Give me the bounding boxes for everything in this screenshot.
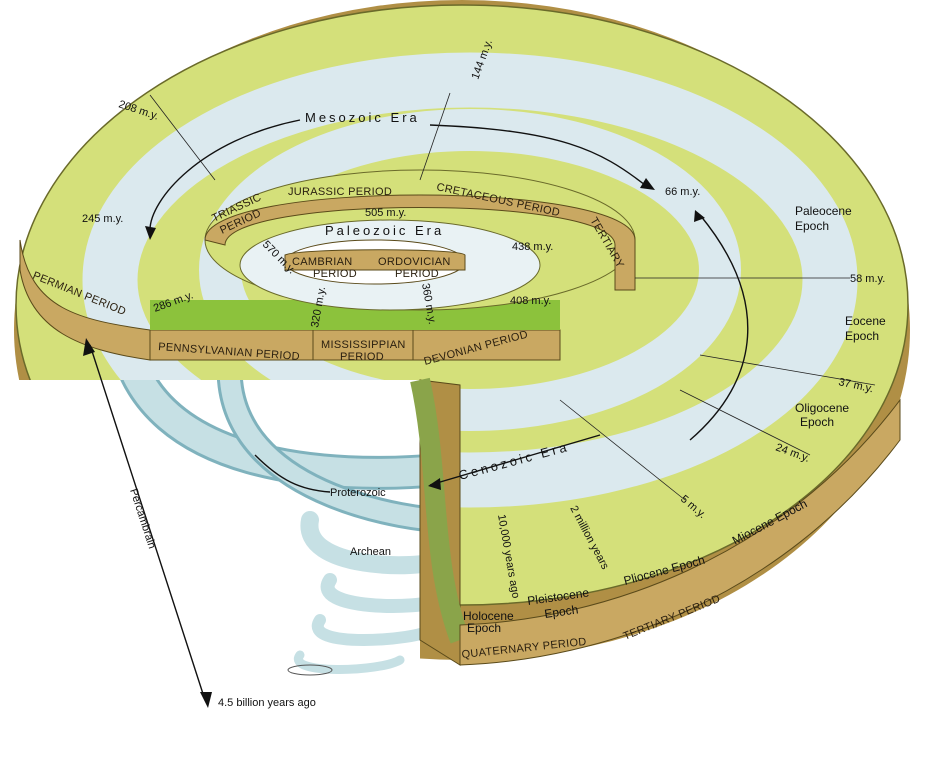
cambrian-period-label-2: PERIOD <box>313 268 357 280</box>
arrow-head-icon <box>640 178 655 190</box>
arrow-heads <box>83 178 705 708</box>
date-58: 58 m.y. <box>850 273 885 285</box>
cut-land <box>410 377 470 644</box>
mississippian-period-label: MISSISSIPPIAN <box>321 339 406 351</box>
holocene-epoch-label: Holocene <box>463 609 514 623</box>
cambrian-period-label: CAMBRIAN <box>292 256 352 268</box>
precambrian-label: Percambrain <box>127 487 158 550</box>
proterozoic-label: Proterozoic <box>330 487 386 499</box>
archean-label: Archean <box>350 546 391 558</box>
eocene-epoch-label-2: Epoch <box>845 329 879 343</box>
arrow-head-icon <box>200 692 212 708</box>
holocene-epoch-label-2: Epoch <box>467 621 501 635</box>
arrow-head-icon <box>83 338 95 356</box>
inner-ring <box>204 169 636 311</box>
date-66: 66 m.y. <box>665 186 700 198</box>
arrow-head-icon <box>428 478 441 490</box>
paleocene-epoch-label: Paleocene <box>795 204 852 218</box>
date-505: 505 m.y. <box>365 207 406 219</box>
oligocene-epoch-label: Oligocene <box>795 401 849 415</box>
mississippian-period-label-2: PERIOD <box>340 351 384 363</box>
date-408: 408 m.y. <box>510 295 551 307</box>
date-245: 245 m.y. <box>82 213 123 225</box>
precambrian-helix <box>108 323 457 676</box>
mesozoic-era-label: Mesozoic Era <box>305 110 420 125</box>
origin-label: 4.5 billion years ago <box>218 697 316 709</box>
oligocene-epoch-label-2: Epoch <box>800 415 834 429</box>
outer-front-rim <box>459 398 901 666</box>
arrow-head-icon <box>694 210 705 222</box>
eocene-epoch-label: Eocene <box>845 314 886 328</box>
time-arrows <box>89 119 749 701</box>
boundary-lines <box>149 92 876 501</box>
jurassic-period-label: JURASSIC PERIOD <box>288 186 392 198</box>
arrow-head-icon <box>145 226 156 240</box>
paleozoic-era-label: Paleozoic Era <box>325 223 444 238</box>
paleocene-epoch-label-2: Epoch <box>795 219 829 233</box>
ordovician-period-label: ORDOVICIAN <box>378 256 451 268</box>
ordovician-period-label-2: PERIOD <box>395 268 439 280</box>
date-438: 438 m.y. <box>512 241 553 253</box>
pleistocene-epoch-label-2: Epoch <box>543 602 579 621</box>
